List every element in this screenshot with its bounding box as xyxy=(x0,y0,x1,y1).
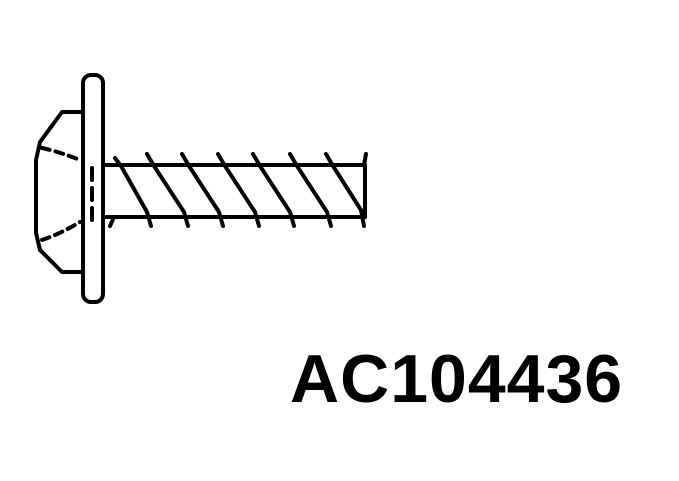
screw-flange xyxy=(81,73,105,304)
part-number-label: AC104436 xyxy=(290,341,624,417)
screw-head xyxy=(34,110,94,274)
screw-threads xyxy=(108,152,368,228)
